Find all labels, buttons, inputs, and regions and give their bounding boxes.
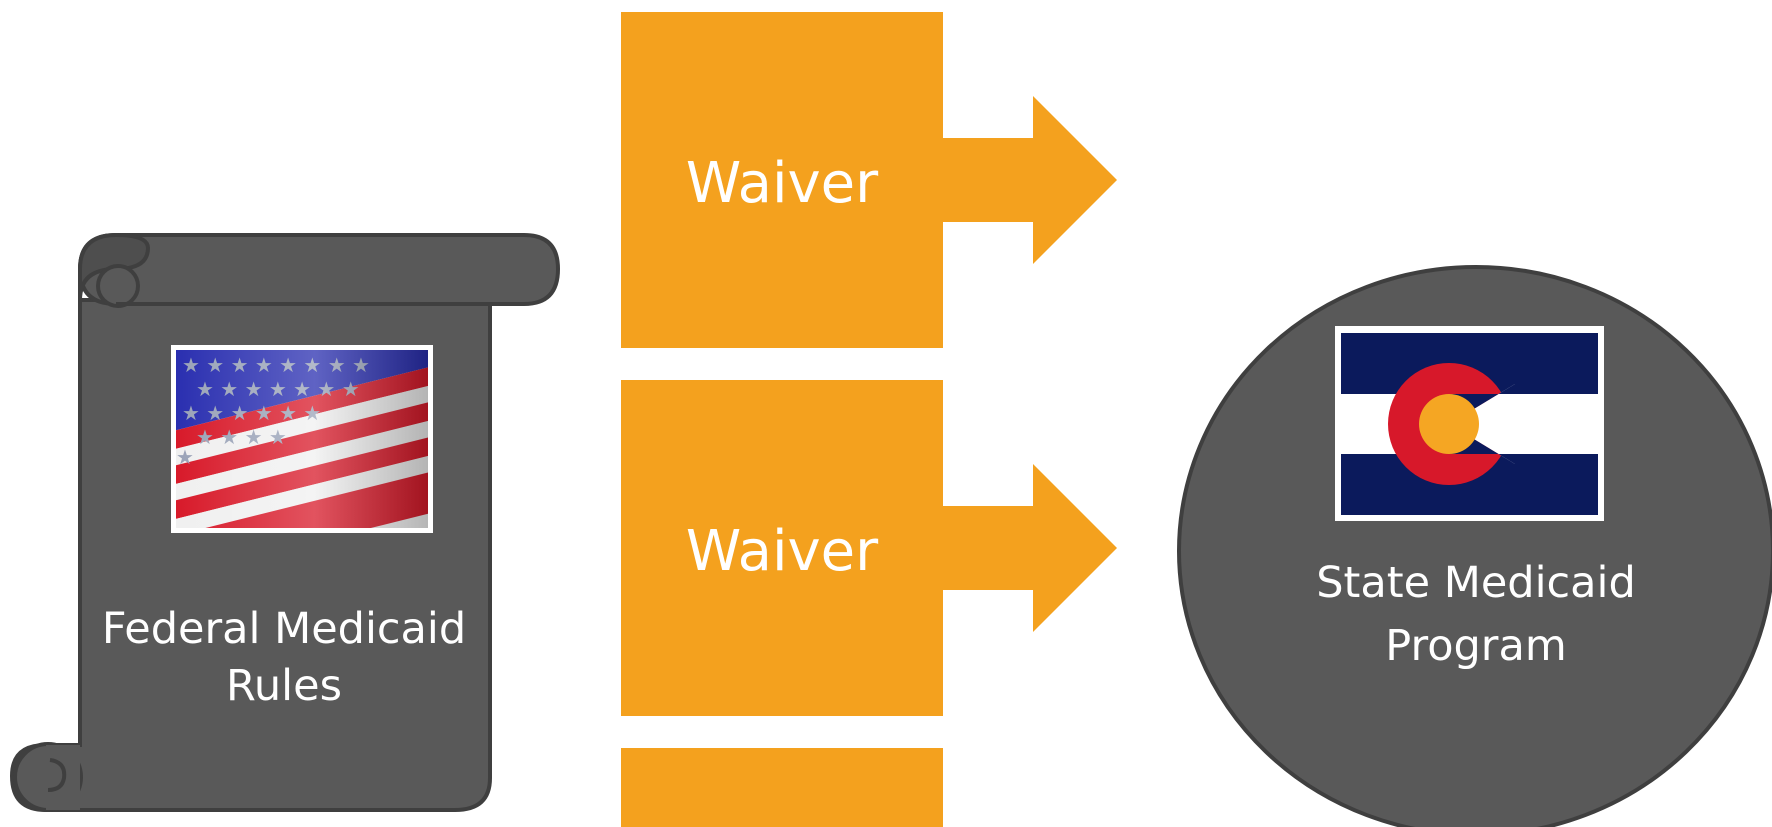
colorado-flag-icon bbox=[1335, 326, 1604, 521]
federal-rules-scroll: ★ ★ ★ ★ ★ ★ ★ ★ ★ ★ ★ ★ ★ ★ ★ ★ ★ ★ ★ ★ … bbox=[9, 232, 561, 812]
state-circle-shape bbox=[1177, 265, 1772, 827]
state-program-label-line1: State Medicaid bbox=[1316, 558, 1636, 608]
waiver-callout-2: Waiver bbox=[621, 380, 1117, 716]
waiver-label-2: Waiver bbox=[686, 519, 879, 584]
state-program-circle: State Medicaid Program bbox=[1177, 265, 1772, 827]
federal-rules-label-line1: Federal Medicaid bbox=[102, 604, 466, 654]
us-flag-icon: ★ ★ ★ ★ ★ ★ ★ ★ ★ ★ ★ ★ ★ ★ ★ ★ ★ ★ ★ ★ … bbox=[171, 345, 433, 533]
waiver-arrow-2 bbox=[621, 380, 1117, 716]
state-program-label-line2: Program bbox=[1385, 621, 1566, 671]
waiver-label-1: Waiver bbox=[686, 151, 879, 216]
scroll-top-roll bbox=[77, 233, 561, 306]
waiver-arrow-3 bbox=[621, 748, 943, 827]
federal-rules-label-line2: Rules bbox=[226, 661, 342, 711]
waiver-arrow-1 bbox=[621, 12, 1117, 348]
waiver-callout-3 bbox=[621, 748, 943, 827]
waiver-callout-1: Waiver bbox=[621, 12, 1117, 348]
